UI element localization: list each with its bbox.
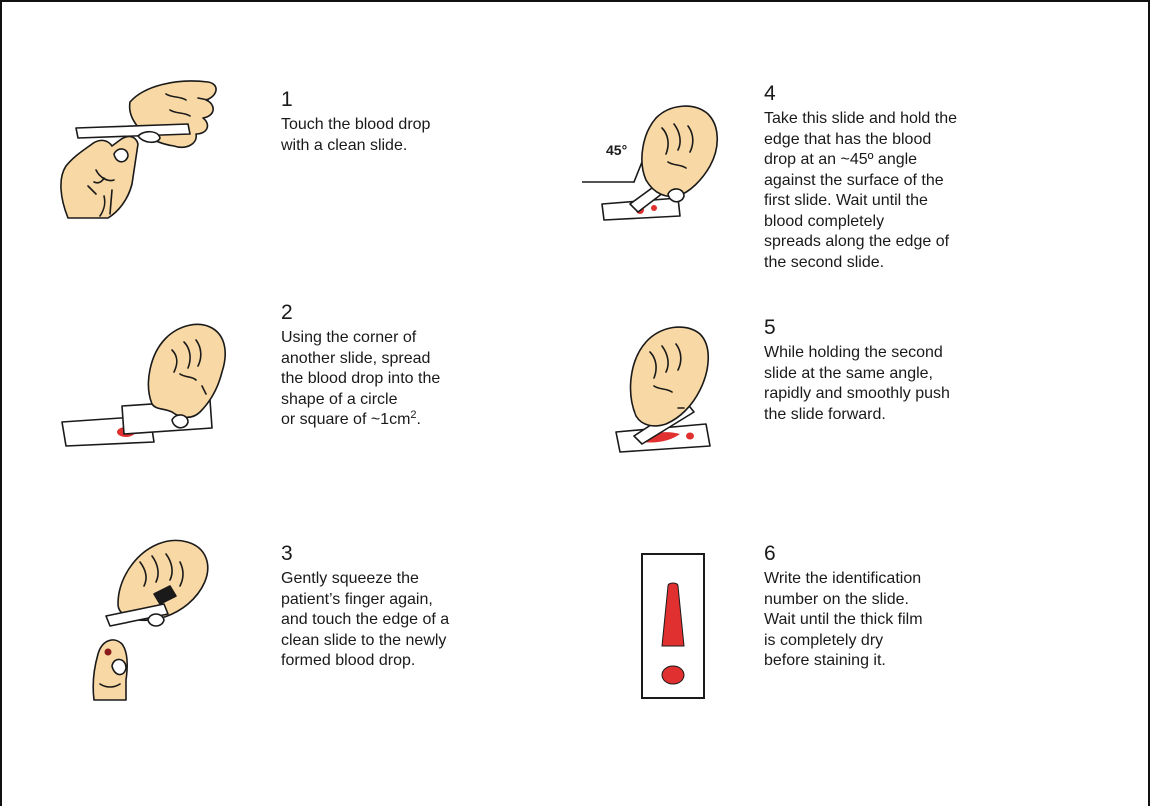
step-description: Touch the blood drop with a clean slide. bbox=[281, 115, 430, 156]
step-3: 3 Gently squeeze the patient’s finger ag… bbox=[281, 542, 449, 672]
step-number: 5 bbox=[764, 316, 950, 340]
illustration-step-6 bbox=[640, 552, 710, 702]
illustration-step-3 bbox=[88, 534, 228, 704]
hand-icon bbox=[631, 327, 709, 426]
illustration-step-2 bbox=[60, 320, 250, 450]
step-number: 2 bbox=[281, 301, 440, 325]
step-description: Using the corner of another slide, sprea… bbox=[281, 328, 440, 431]
step-number: 1 bbox=[281, 88, 430, 112]
illustration-step-1 bbox=[48, 74, 248, 224]
illustration-step-4 bbox=[582, 98, 732, 223]
step-5: 5 While holding the second slide at the … bbox=[764, 316, 950, 425]
step-1: 1 Touch the blood drop with a clean slid… bbox=[281, 88, 430, 156]
step-description: Write the identification number on the s… bbox=[764, 569, 923, 672]
hand-icon bbox=[642, 106, 717, 196]
blood-drop-icon bbox=[105, 649, 112, 656]
step-4: 4 Take this slide and hold the edge that… bbox=[764, 82, 957, 273]
angle-label: 45° bbox=[606, 142, 627, 158]
hand-icon bbox=[148, 324, 225, 417]
step-description: Gently squeeze the patient’s finger agai… bbox=[281, 569, 449, 672]
illustration-step-5 bbox=[614, 320, 734, 456]
step-description: Take this slide and hold the edge that h… bbox=[764, 109, 957, 273]
step-6: 6 Write the identification number on the… bbox=[764, 542, 923, 672]
step-description-suffix: . bbox=[417, 411, 421, 428]
step-number: 3 bbox=[281, 542, 449, 566]
step-number: 6 bbox=[764, 542, 923, 566]
step-description: While holding the second slide at the sa… bbox=[764, 343, 950, 425]
step-number: 4 bbox=[764, 82, 957, 106]
hand-lower-icon bbox=[61, 137, 138, 218]
thick-film-icon bbox=[662, 666, 684, 684]
step-2: 2 Using the corner of another slide, spr… bbox=[281, 301, 440, 431]
